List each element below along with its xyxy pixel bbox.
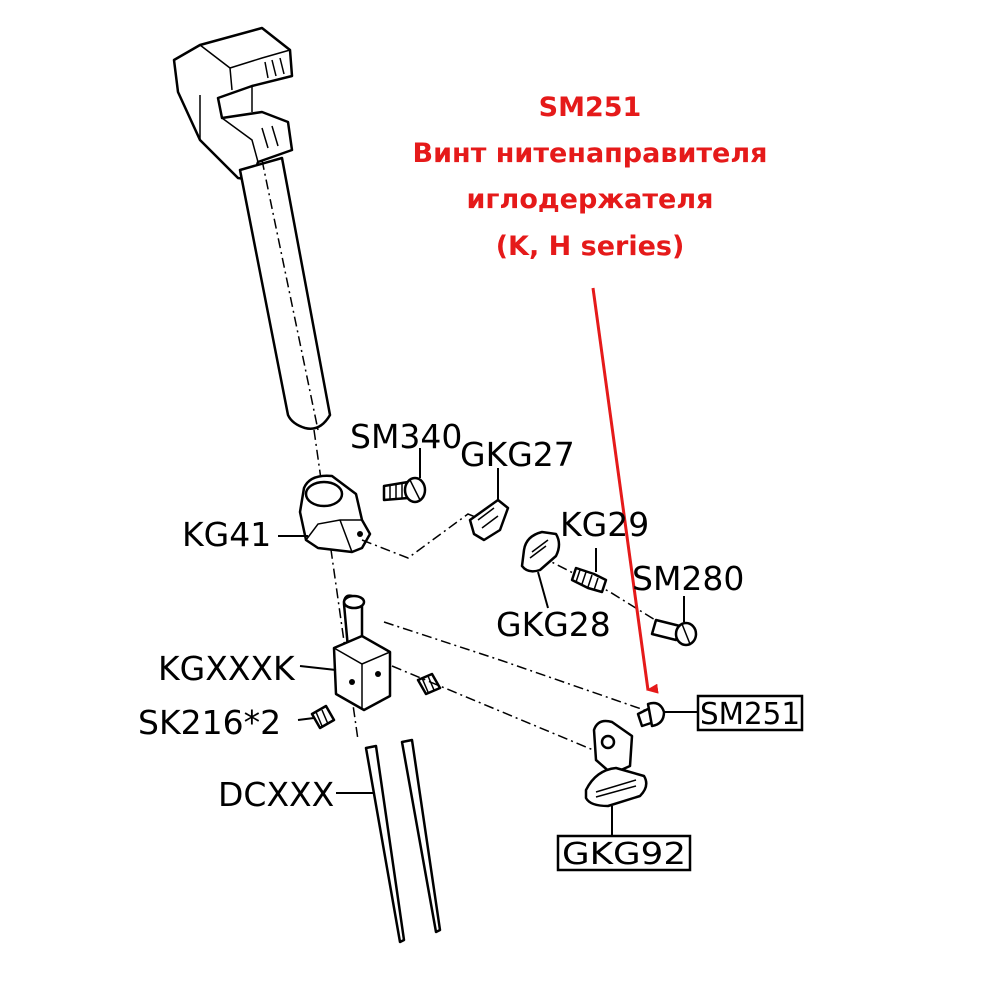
callout-code: SM251 bbox=[538, 92, 642, 123]
sm340-screw bbox=[382, 448, 427, 504]
label-sm340: SM340 bbox=[350, 417, 462, 456]
sk216-leader bbox=[297, 717, 315, 721]
guide-line-upper bbox=[383, 621, 651, 713]
needle-bar bbox=[172, 26, 332, 431]
label-kgxxxk: KGXXXK bbox=[158, 649, 296, 688]
gkg92-part bbox=[584, 719, 648, 836]
kgxxxk-leader bbox=[299, 665, 337, 671]
label-kg29: KG29 bbox=[560, 505, 649, 544]
sm251-screw bbox=[636, 701, 698, 728]
sk216-screws bbox=[310, 672, 442, 730]
label-sk216: SK216*2 bbox=[138, 703, 281, 742]
needles bbox=[364, 738, 442, 944]
label-gkg28: GKG28 bbox=[496, 605, 611, 644]
callout-line-1: Винт нитенаправителя bbox=[412, 138, 768, 169]
sm280-screw bbox=[650, 596, 698, 647]
label-kg41: KG41 bbox=[182, 515, 271, 554]
kg41-part bbox=[298, 474, 372, 554]
gkg92-label-box bbox=[556, 834, 692, 872]
gkg28-part bbox=[520, 530, 561, 609]
guide-line-lower bbox=[391, 665, 599, 753]
label-sm251: SM251 bbox=[700, 697, 800, 732]
kg29-spring bbox=[570, 548, 608, 594]
callout-arrow bbox=[591, 287, 659, 694]
screw-axis-line bbox=[539, 555, 669, 629]
gkg27-part bbox=[468, 468, 510, 542]
label-gkg27: GKG27 bbox=[460, 435, 575, 474]
label-gkg92: GKG92 bbox=[562, 837, 686, 872]
sm251-label-box bbox=[696, 694, 804, 732]
callout-line-3: (K, H series) bbox=[495, 231, 685, 262]
label-dcxxx: DCXXX bbox=[218, 775, 334, 814]
callout-line-2: иглодержателя bbox=[466, 184, 714, 215]
label-sm280: SM280 bbox=[632, 559, 744, 598]
kgxxxk-part bbox=[332, 594, 392, 712]
